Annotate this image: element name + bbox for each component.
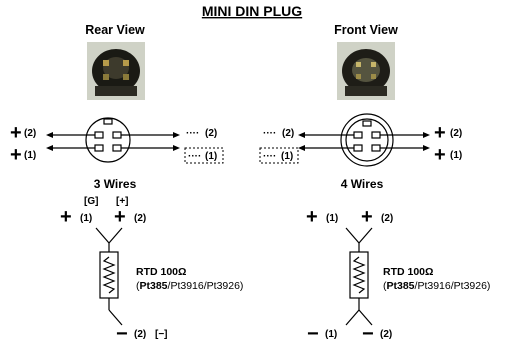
rear-view-label: Rear View bbox=[85, 23, 145, 37]
rear-pin-diagram bbox=[46, 117, 180, 163]
page-title: MINI DIN PLUG bbox=[202, 3, 302, 19]
rear-left-pin-1: (1) bbox=[24, 150, 36, 161]
front-top-plus-1: + bbox=[306, 206, 318, 228]
front-bottom-num-1: (1) bbox=[325, 329, 337, 340]
front-right-pin-1: (1) bbox=[450, 150, 462, 161]
rear-left-plus-2: + bbox=[10, 122, 22, 144]
front-pin-diagram bbox=[298, 113, 430, 167]
rear-left-plus-1: + bbox=[10, 144, 22, 166]
rear-right-dots-1: ···· bbox=[188, 151, 201, 162]
rear-top-num-1: (1) bbox=[80, 213, 92, 224]
rear-bottom-bracket: [−] bbox=[155, 329, 168, 340]
rear-bottom-num: (2) bbox=[134, 329, 146, 340]
rear-right-pin-2: (2) bbox=[205, 128, 217, 139]
rear-right-dots-2: ···· bbox=[186, 128, 199, 139]
rear-rtd-label: RTD 100Ω bbox=[136, 266, 186, 278]
front-right-pin-2: (2) bbox=[450, 128, 462, 139]
rear-pin1-dashed-box bbox=[184, 147, 224, 164]
rear-top-plus-1: + bbox=[60, 206, 72, 228]
rear-right-pin-1: (1) bbox=[205, 151, 217, 162]
front-left-pin-1: (1) bbox=[281, 151, 293, 162]
rear-plus-bracket: [+] bbox=[116, 196, 129, 207]
front-bottom-minus-2: − bbox=[362, 323, 374, 345]
front-view-label: Front View bbox=[334, 23, 398, 37]
rear-g-bracket: [G] bbox=[84, 196, 98, 207]
front-right-plus-2: + bbox=[434, 122, 446, 144]
front-rtd-label: RTD 100Ω bbox=[383, 266, 433, 278]
front-rtd-circuit bbox=[345, 227, 373, 326]
front-left-dots-2: ···· bbox=[263, 128, 276, 139]
rear-bottom-minus: − bbox=[116, 323, 128, 345]
rear-rtd-types: (Pt385/Pt3916/Pt3926) bbox=[136, 280, 243, 292]
front-rtd-types: (Pt385/Pt3916/Pt3926) bbox=[383, 280, 490, 292]
front-right-plus-1: + bbox=[434, 144, 446, 166]
rear-left-pin-2: (2) bbox=[24, 128, 36, 139]
front-left-dots-1: ···· bbox=[263, 151, 276, 162]
rear-plug-photo bbox=[87, 42, 145, 100]
front-left-pin-2: (2) bbox=[282, 128, 294, 139]
front-bottom-minus-1: − bbox=[307, 323, 319, 345]
front-top-plus-2: + bbox=[361, 206, 373, 228]
rear-top-num-2-label: (2) bbox=[134, 213, 146, 224]
front-wires-label: 4 Wires bbox=[341, 177, 384, 191]
front-pin1-dashed-box bbox=[259, 147, 299, 164]
rear-rtd-circuit bbox=[95, 227, 123, 326]
rear-top-plus-2: + bbox=[114, 206, 126, 228]
front-top-num-1: (1) bbox=[326, 213, 338, 224]
front-bottom-num-2: (2) bbox=[380, 329, 392, 340]
front-top-num-2: (2) bbox=[381, 213, 393, 224]
front-plug-photo bbox=[337, 42, 395, 100]
rear-wires-label: 3 Wires bbox=[94, 177, 137, 191]
